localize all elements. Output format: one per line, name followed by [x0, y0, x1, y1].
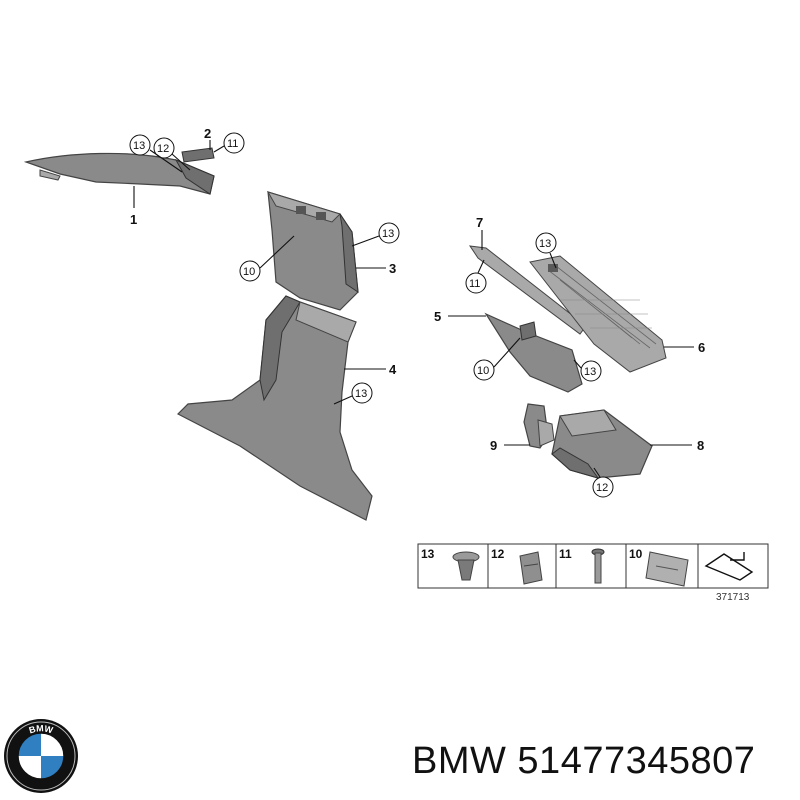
fastener-10-icon — [645, 551, 689, 587]
bmw-logo: BMW — [4, 719, 78, 793]
part-8-lower-trim — [551, 409, 653, 479]
legend-label-13: 13 — [421, 547, 435, 561]
part-3-upper-b-pillar-trim — [266, 191, 359, 311]
svg-text:13: 13 — [584, 366, 596, 378]
label-part-4: 4 — [389, 362, 397, 377]
callout-11-a: 11 — [223, 132, 245, 154]
label-part-8: 8 — [697, 438, 704, 453]
fastener-legend: 13 12 11 10 — [417, 543, 769, 589]
legend-label-12: 12 — [491, 547, 505, 561]
svg-text:12: 12 — [596, 482, 608, 494]
callout-13-e: 13 — [580, 360, 602, 382]
callout-12-a: 12 — [153, 137, 175, 159]
arrow-icon — [704, 552, 754, 581]
part-6-grille-panel — [529, 255, 667, 373]
fastener-12-icon — [519, 551, 543, 585]
callout-11-b: 11 — [465, 272, 487, 294]
svg-text:11: 11 — [469, 278, 480, 290]
svg-text:13: 13 — [355, 388, 367, 400]
svg-text:13: 13 — [539, 238, 551, 250]
svg-text:13: 13 — [133, 140, 145, 152]
brand-part-number: BMW 51477345807 — [412, 740, 756, 782]
label-part-2: 2 — [204, 126, 211, 141]
label-part-3: 3 — [389, 261, 396, 276]
fastener-11-icon — [591, 548, 605, 584]
svg-text:13: 13 — [382, 228, 394, 240]
svg-text:11: 11 — [227, 138, 238, 150]
callout-13-a: 13 — [129, 134, 151, 156]
label-part-9: 9 — [490, 438, 497, 453]
part-1-a-pillar-trim — [23, 152, 215, 195]
legend-label-11: 11 — [559, 547, 572, 561]
svg-text:10: 10 — [477, 365, 489, 377]
label-part-1: 1 — [130, 212, 137, 227]
svg-text:12: 12 — [157, 143, 169, 155]
logo-text: BMW — [28, 723, 55, 735]
svg-text:10: 10 — [243, 266, 255, 278]
label-part-5: 5 — [434, 309, 441, 324]
legend-label-10: 10 — [629, 547, 643, 561]
label-part-7: 7 — [476, 215, 483, 230]
callout-10-a: 10 — [239, 260, 261, 282]
callout-10-b: 10 — [473, 359, 495, 381]
callout-12-b: 12 — [592, 476, 614, 498]
fastener-13-icon — [452, 551, 480, 581]
part-2-bracket — [181, 147, 215, 163]
part-9-clip — [523, 403, 555, 449]
callout-13-b: 13 — [378, 222, 400, 244]
diagram-code: 371713 — [716, 592, 750, 603]
callout-13-c: 13 — [351, 382, 373, 404]
part-4-lower-b-pillar-trim — [176, 295, 373, 521]
label-part-6: 6 — [698, 340, 705, 355]
part-5-trim-piece — [484, 312, 583, 393]
callout-13-d: 13 — [535, 232, 557, 254]
